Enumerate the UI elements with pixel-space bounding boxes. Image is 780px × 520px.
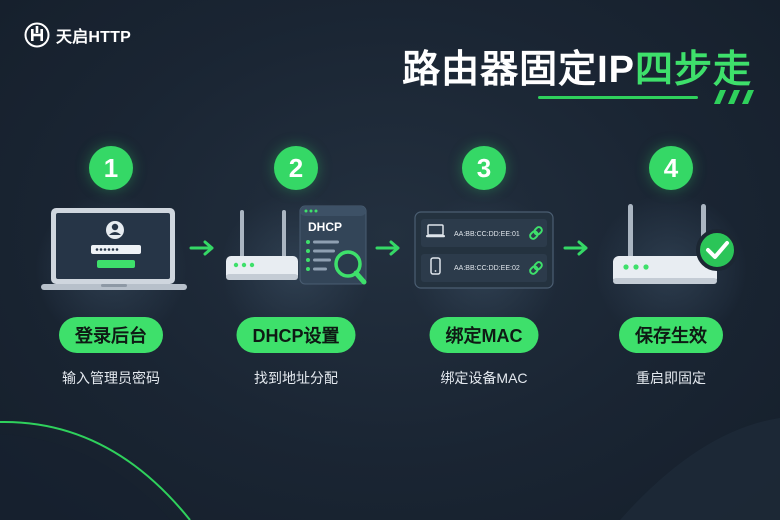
arrow-right-icon bbox=[375, 240, 400, 256]
step-2-subtitle: 找到地址分配 bbox=[254, 370, 338, 386]
step-2: 2 DHCP DHCP设置 找到地址分配 bbox=[196, 146, 396, 396]
step-number: 2 bbox=[274, 146, 318, 190]
step-3-label: 绑定MAC bbox=[429, 317, 539, 353]
title-highlight: 四步走 bbox=[634, 49, 752, 91]
step-4: 4 保存生效 重启即固定 bbox=[571, 146, 771, 396]
title-main: 路由器固定IP bbox=[402, 49, 635, 91]
background-arc-left bbox=[0, 420, 191, 520]
title-slashes-decoration bbox=[714, 90, 754, 104]
router-check-icon bbox=[613, 204, 738, 284]
mac-address-2: AA:BB:CC:DD:EE:02 bbox=[454, 265, 520, 272]
title-underline bbox=[538, 96, 698, 99]
device-mac-binding-icon: AA:BB:CC:DD:EE:01 AA:BB:CC:DD:EE:02 bbox=[414, 211, 554, 289]
step-number: 1 bbox=[89, 146, 133, 190]
step-3: 3 AA:BB:CC:DD:EE:01 AA:BB:CC:DD:EE:02 绑定… bbox=[384, 146, 584, 396]
arrow-right-icon bbox=[563, 240, 588, 256]
step-3-subtitle: 绑定设备MAC bbox=[440, 370, 528, 386]
step-4-subtitle: 重启即固定 bbox=[636, 370, 706, 386]
laptop-login-icon bbox=[41, 208, 187, 290]
brand-name: 天启HTTP bbox=[56, 29, 131, 46]
brand-logo-icon bbox=[24, 22, 50, 48]
link-icon bbox=[529, 226, 543, 240]
link-icon bbox=[529, 261, 543, 275]
arrow-right-icon bbox=[189, 240, 214, 256]
step-number: 4 bbox=[649, 146, 693, 190]
step-2-label: DHCP设置 bbox=[236, 317, 356, 353]
step-4-label: 保存生效 bbox=[619, 317, 723, 353]
mac-address-1: AA:BB:CC:DD:EE:01 bbox=[454, 231, 520, 238]
dhcp-panel-title: DHCP bbox=[308, 220, 342, 234]
step-1-subtitle: 输入管理员密码 bbox=[62, 370, 160, 386]
background-arc-right bbox=[620, 418, 780, 520]
step-1: 1 登录后台 输入管理员密码 bbox=[11, 146, 211, 396]
router-dhcp-icon: DHCP bbox=[226, 205, 367, 285]
brand-logo: 天启HTTP bbox=[24, 22, 131, 48]
step-1-label: 登录后台 bbox=[59, 317, 163, 353]
step-number: 3 bbox=[462, 146, 506, 190]
page-title: 路由器固定IP四步走 bbox=[402, 38, 752, 93]
